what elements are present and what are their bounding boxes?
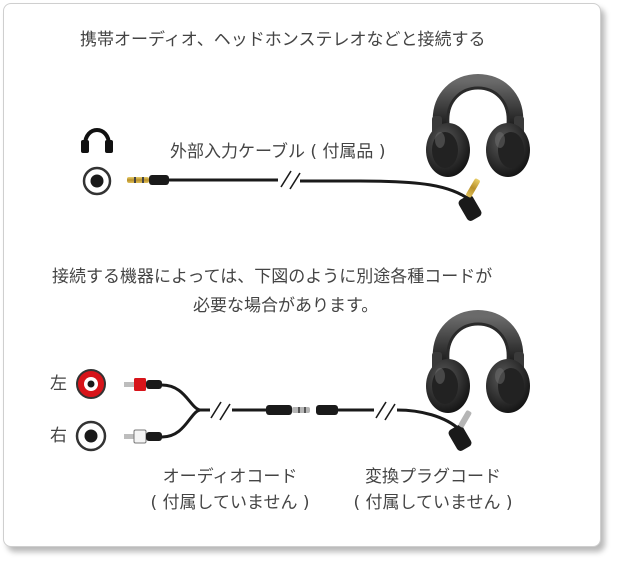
- headphone-jack-icon: [81, 128, 113, 153]
- jack-left-label: 左: [50, 374, 67, 394]
- headphones-icon: [426, 317, 530, 413]
- cable-label: 外部入力ケーブル ( 付属品 ): [170, 142, 386, 162]
- adapter-cord-note: ( 付属していません ): [353, 493, 513, 513]
- header-title: 携帯オーディオ、ヘッドホンステレオなどと接続する: [80, 30, 486, 50]
- rca-jack-white-icon: [75, 420, 107, 452]
- headphones-icon: [426, 81, 530, 177]
- jack-right-label: 右: [50, 426, 67, 446]
- angled-plug-icon: [448, 410, 472, 451]
- note-line-1: 接続する機器によっては、下図のように別途各種コードが: [52, 267, 493, 287]
- note-line-2: 必要な場合があります。: [193, 296, 379, 316]
- stereo-mini-jack-icon: [82, 166, 112, 196]
- angled-plug-icon: [458, 178, 482, 221]
- audio-cord-label: オーディオコード: [162, 467, 298, 487]
- rca-plug-icon: [124, 378, 162, 444]
- adapter-cord-label: 変換プラグコード: [365, 467, 501, 487]
- rca-jack-red-icon: [76, 369, 106, 399]
- audio-cord-note: ( 付属していません ): [150, 493, 310, 513]
- stereo-mini-plug-icon: [127, 175, 169, 185]
